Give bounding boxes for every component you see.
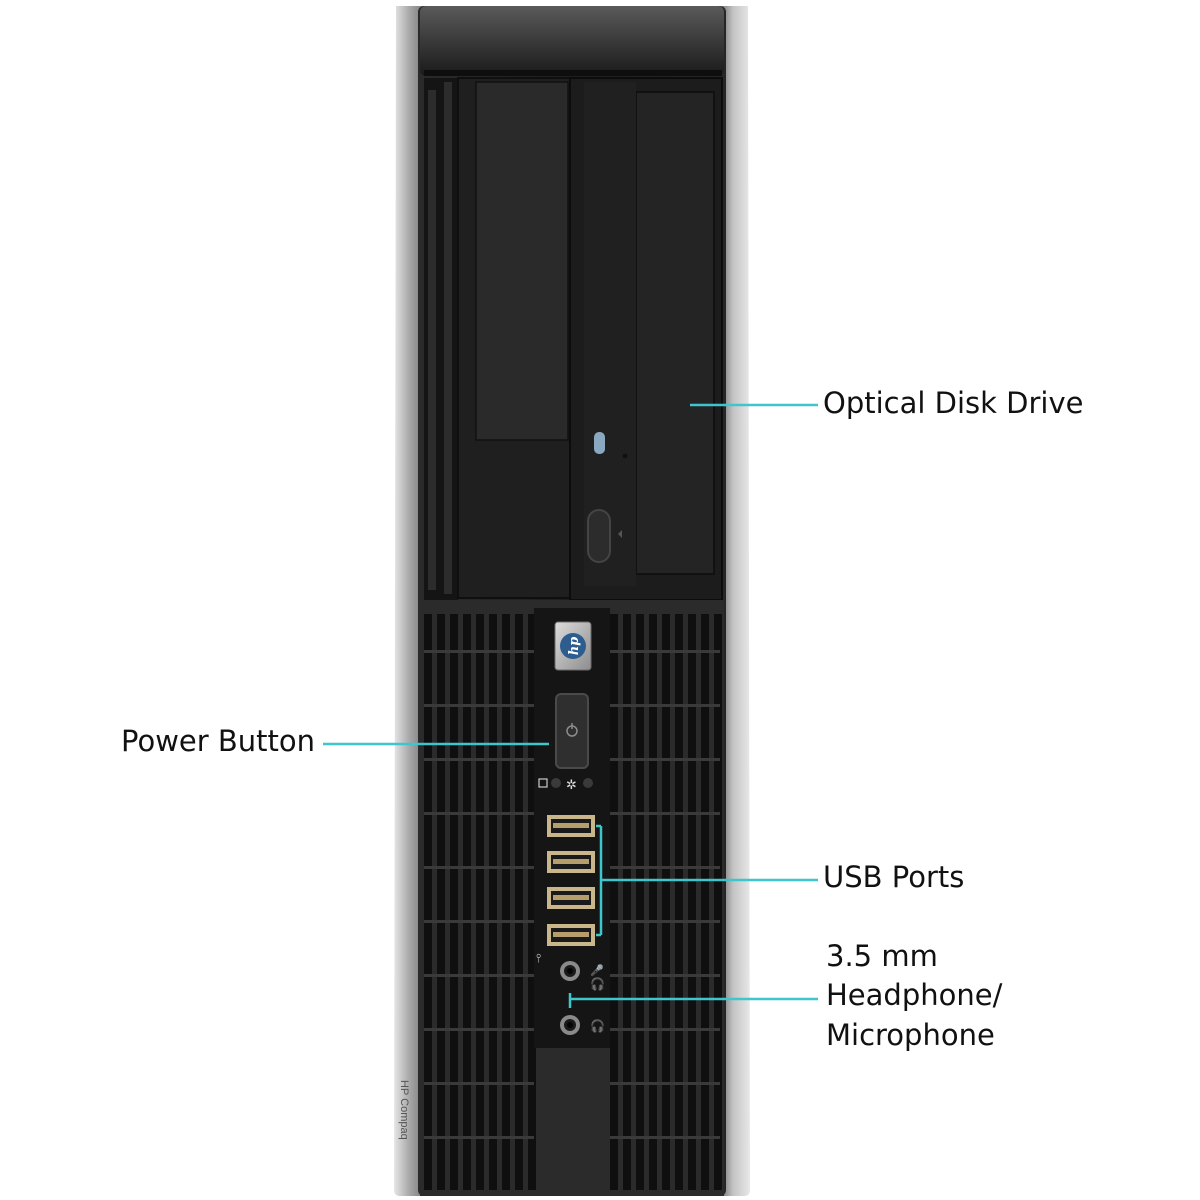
label-optical-disk-drive: Optical Disk Drive: [823, 386, 1084, 420]
callout-line-audio: [568, 993, 818, 1008]
headphone-icon: 🎧: [590, 977, 605, 991]
left-side-panel: [394, 6, 424, 1196]
usb-port-1[interactable]: [547, 815, 595, 837]
label-audio-line-3: Microphone: [826, 1017, 995, 1052]
power-led: [583, 778, 593, 788]
usb-port-4[interactable]: [547, 924, 595, 946]
power-icon: [566, 723, 578, 737]
label-usb-ports: USB Ports: [823, 860, 965, 894]
callout-lines: [323, 403, 818, 1008]
callout-line-usb: [596, 824, 818, 937]
top-rim: [420, 6, 724, 76]
power-led-icon: ✲: [566, 778, 577, 793]
usb-port-group: [547, 815, 595, 946]
right-side-panel: [722, 6, 750, 1196]
side-brand-label: HP Compaq: [398, 1080, 410, 1140]
drive-activity-led: [594, 432, 605, 454]
usb-port-2[interactable]: [547, 851, 595, 873]
hp-logo-badge: hp: [554, 621, 592, 671]
power-button[interactable]: [555, 693, 589, 769]
label-power-button: Power Button: [121, 724, 316, 758]
eject-button[interactable]: [587, 509, 611, 563]
line-out-icon: 🎧: [590, 1019, 605, 1033]
microphone-icon: 🎤: [590, 963, 604, 977]
usb-icon: ⫯: [536, 951, 541, 965]
hdd-led: [551, 778, 561, 788]
label-audio-line-1: 3.5 mm: [826, 939, 938, 973]
upper-left-vent: [424, 78, 458, 602]
microphone-jack[interactable]: [560, 1015, 580, 1035]
headphone-jack[interactable]: [560, 961, 580, 981]
hdd-icon: [538, 778, 548, 788]
optical-disk-drive: [569, 77, 723, 601]
usb-port-3[interactable]: [547, 887, 595, 909]
svg-text:hp: hp: [567, 637, 582, 656]
label-audio-line-2: Headphone/: [826, 978, 1003, 1013]
status-indicators: ✲: [538, 778, 593, 793]
label-audio-jacks: 3.5 mm Headphone/ Microphone: [826, 937, 1002, 1055]
